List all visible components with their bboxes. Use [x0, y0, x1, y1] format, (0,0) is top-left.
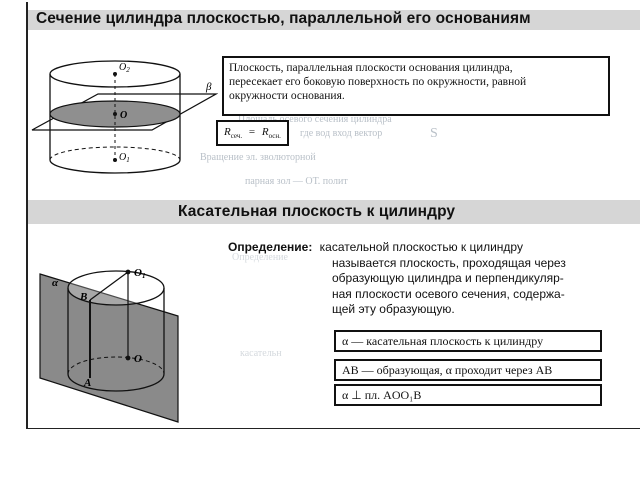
ghost-text-5: парная зол — ОТ. полит — [245, 176, 348, 187]
fact-generator: AB — образующая, α проходит через AB — [334, 359, 602, 381]
fact-perpendicular: α ⊥ пл. AOO₁B — [334, 384, 602, 406]
formula-lhs: R — [224, 126, 231, 138]
bottom-base-front — [49, 159, 181, 174]
point-o — [113, 112, 117, 116]
radius-formula-box: Rсеч. = Rосн. — [216, 120, 289, 147]
tangent-plane-figure: α B A O1 O — [28, 226, 198, 426]
definition-line-4: ная плоскости осевого сечения, содержа- — [332, 286, 565, 301]
cylinder2-bottom-back — [67, 356, 165, 375]
radius-o1b — [89, 271, 129, 301]
label-alpha: α — [52, 277, 59, 289]
fact-tangent-plane: α — касательная плоскость к цилиндру — [334, 330, 602, 352]
section1-statement-box: Плоскость, параллельная плоскости основа… — [222, 56, 610, 116]
definition-first-line: Определение: касательной плоскостью к ци… — [228, 240, 523, 256]
point-o2 — [113, 72, 117, 76]
definition-line-2: называется плоскость, проходящая через — [332, 255, 566, 270]
section2-header-band — [28, 200, 640, 224]
section1-text-line-1: Плоскость, параллельная плоскости основа… — [229, 62, 513, 74]
label-a: A — [83, 377, 91, 389]
cylinder2-bottom-front — [67, 373, 165, 392]
ghost-text-1: Площадь осевого сечения цилиндра — [238, 114, 392, 125]
label-b: B — [79, 291, 87, 303]
formula-rhs: R — [261, 126, 269, 138]
ghost-text-4: Вращение эл. зволюторной — [200, 152, 316, 163]
label-o1: O1 — [119, 152, 130, 164]
section1-text-line-2: пересекает его боковую поверхность по ок… — [229, 76, 527, 88]
bottom-frame-line — [26, 428, 640, 429]
cylinder-section-figure: O2 O O1 β — [31, 60, 218, 174]
label-beta: β — [205, 81, 212, 93]
point-o1 — [113, 158, 117, 162]
cylinder2-top-ellipse — [67, 270, 165, 306]
label-o2: O2 — [119, 62, 130, 74]
definition-line-5: щей эту образующую. — [332, 302, 455, 316]
ghost-text-2: S — [430, 126, 438, 141]
section1-header-band — [28, 10, 640, 30]
tangent-plane-alpha — [39, 273, 179, 423]
formula-lhs-sub: сеч. — [230, 132, 243, 141]
ghost-text-3: гдe вод вход вектор — [300, 128, 383, 139]
definition-line-3: образующую цилиндра и перпендикуляр- — [332, 271, 564, 285]
section2-title: Касательная плоскость к цилиндру — [178, 203, 456, 220]
bottom-base-back — [49, 146, 181, 161]
ghost-text-7: касательн — [240, 348, 282, 359]
definition-line-1: касательной плоскостью к цилиндру — [319, 240, 523, 254]
section1-title: Сечение цилиндра плоскостью, параллельно… — [36, 10, 531, 27]
section1-text-line-3: окружности основания. — [229, 90, 345, 102]
label-o: O — [120, 110, 127, 121]
definition-label: Определение: — [228, 240, 313, 254]
ghost-text-6: Определение — [232, 252, 288, 263]
point-o-2 — [125, 355, 131, 361]
point-o1-2 — [125, 269, 131, 275]
label-o1-2: O1 — [134, 267, 145, 280]
left-frame-line — [26, 2, 28, 428]
formula-rhs-sub: осн. — [268, 132, 281, 141]
label-o-2: O — [134, 353, 142, 365]
formula-eq: = — [248, 126, 256, 138]
